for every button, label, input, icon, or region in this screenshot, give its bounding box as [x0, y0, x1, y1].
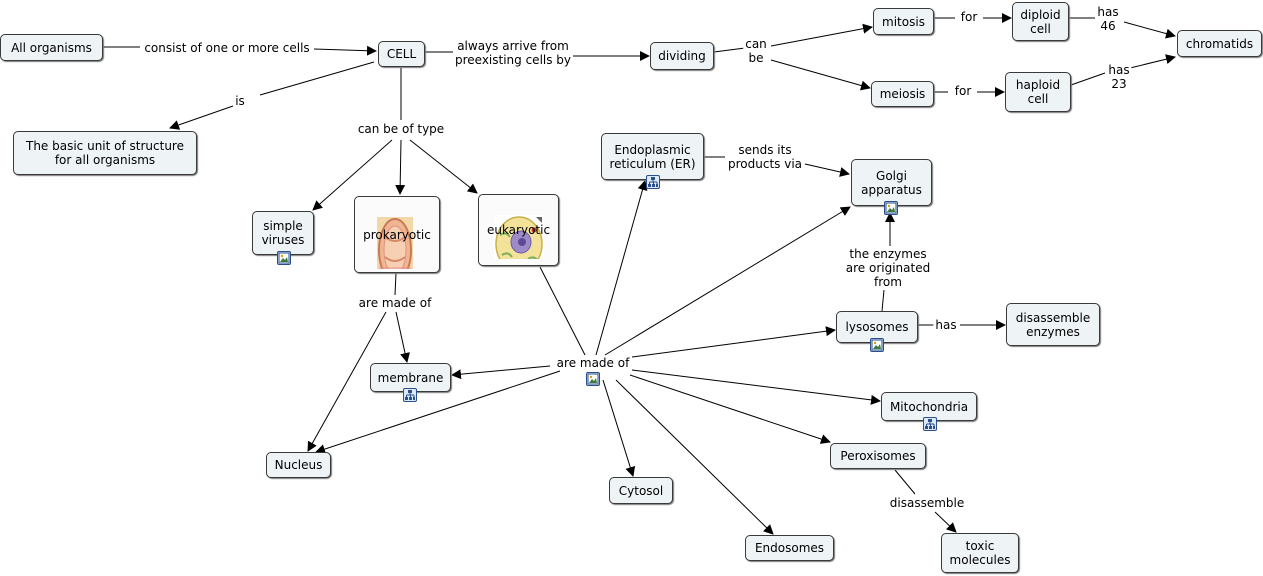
connector-arrow — [409, 139, 478, 194]
concept-map-icon[interactable] — [646, 175, 660, 189]
link-sends-its-products-via[interactable]: sends its products via — [725, 143, 805, 171]
prokaryotic-cell-illustration — [377, 203, 413, 269]
connector-arrow — [934, 511, 957, 533]
connector-arrow — [395, 311, 410, 363]
node-toxic-molecules[interactable]: toxic molecules — [941, 533, 1019, 573]
connector-line — [1070, 72, 1106, 86]
link-can-be-of-type[interactable]: can be of type — [355, 122, 447, 136]
node-lysosomes[interactable]: lysosomes — [836, 311, 918, 343]
node-eukaryotic[interactable]: eukaryotic — [478, 194, 559, 266]
link-consist-of-one-or-more-cells[interactable]: consist of one or more cells — [142, 41, 312, 55]
link-has-46[interactable]: has 46 — [1095, 5, 1121, 33]
link-for-mitosis[interactable]: for — [958, 10, 980, 24]
connector-line — [881, 289, 885, 312]
connector-arrow — [604, 206, 851, 356]
link-has[interactable]: has — [933, 318, 959, 332]
connector-arrow — [395, 139, 406, 195]
connector-arrow — [312, 139, 393, 211]
node-nucleus[interactable]: Nucleus — [266, 452, 331, 478]
node-peroxisomes[interactable]: Peroxisomes — [830, 443, 926, 469]
image-icon[interactable] — [586, 372, 600, 386]
link-disassemble[interactable]: disassemble — [887, 496, 967, 510]
connector-arrow — [615, 379, 774, 535]
link-enzymes-originated-from[interactable]: the enzymes are originated from — [843, 247, 933, 289]
connector-line — [894, 469, 916, 495]
node-dividing[interactable]: dividing — [650, 42, 714, 70]
node-endoplasmic-reticulum[interactable]: Endoplasmic reticulum (ER) — [601, 133, 704, 180]
connector-arrow — [169, 105, 234, 130]
node-haploid-cell[interactable]: haploid cell — [1005, 72, 1071, 112]
node-prokaryotic-label: prokaryotic — [363, 227, 431, 242]
node-golgi-apparatus[interactable]: Golgi apparatus — [851, 159, 932, 206]
concept-map-icon[interactable] — [923, 417, 937, 431]
connector-arrow — [1123, 21, 1176, 39]
connector-arrow — [313, 45, 377, 56]
link-has-23[interactable]: has 23 — [1106, 63, 1132, 91]
node-cell[interactable]: CELL — [378, 41, 425, 67]
node-chromatids[interactable]: chromatids — [1177, 30, 1262, 57]
node-meiosis[interactable]: meiosis — [871, 81, 934, 107]
connector-arrow — [307, 311, 387, 452]
connector-arrow — [595, 180, 648, 356]
node-basic-unit[interactable]: The basic unit of structure for all orga… — [13, 131, 197, 175]
connector-arrow — [770, 23, 873, 47]
node-prokaryotic[interactable]: prokaryotic — [354, 196, 440, 273]
connector-line — [394, 272, 397, 296]
link-for-meiosis[interactable]: for — [952, 84, 974, 98]
connector-arrow — [631, 369, 881, 405]
connector-arrow — [451, 365, 551, 380]
link-always-arrive-from[interactable]: always arrive from preexisting cells by — [452, 39, 574, 67]
connector-arrow — [1129, 54, 1176, 69]
node-endosomes[interactable]: Endosomes — [745, 535, 834, 561]
eukaryotic-cell-illustration — [494, 201, 544, 259]
node-disassemble-enzymes[interactable]: disassemble enzymes — [1006, 303, 1100, 346]
image-icon[interactable] — [277, 251, 291, 265]
image-icon[interactable] — [884, 201, 898, 215]
node-simple-viruses[interactable]: simple viruses — [252, 211, 314, 255]
connector-arrow — [602, 379, 636, 477]
node-all-organisms[interactable]: All organisms — [0, 34, 103, 61]
image-icon[interactable] — [870, 338, 884, 352]
connector-arrow — [770, 59, 871, 91]
connector-arrow — [804, 163, 850, 177]
connector-arrow — [315, 370, 561, 454]
link-can-be[interactable]: can be — [743, 37, 769, 65]
node-mitosis[interactable]: mitosis — [873, 8, 934, 35]
connector-line — [259, 61, 375, 96]
link-are-made-of-eukaryotic[interactable]: are made of — [554, 356, 632, 370]
connector-arrow — [631, 326, 836, 358]
node-cytosol[interactable]: Cytosol — [609, 477, 673, 504]
node-eukaryotic-label: eukaryotic — [486, 223, 551, 237]
link-are-made-of-prokaryotic[interactable]: are made of — [356, 296, 434, 310]
concept-map-icon[interactable] — [403, 388, 417, 402]
connector-arrow — [629, 374, 831, 444]
node-diploid-cell[interactable]: diploid cell — [1012, 2, 1069, 41]
connector-line — [713, 47, 746, 53]
connector-line — [539, 266, 586, 356]
link-is[interactable]: is — [233, 94, 247, 108]
node-mitochondria[interactable]: Mitochondria — [881, 392, 977, 421]
